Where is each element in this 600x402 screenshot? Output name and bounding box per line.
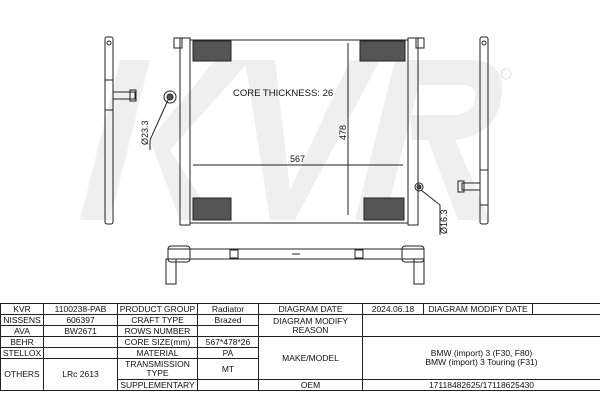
inlet-diameter: Ø23.3 [140,120,150,145]
modify-reason-value [362,314,600,337]
modify-reason-label: DIAGRAM MODIFY REASON [258,314,363,337]
kvr-value: 1100238-PAB [43,303,118,315]
oem-label: OEM [258,379,363,391]
ava-label: AVA [0,325,44,337]
core-size-value: 567*478*26 [197,336,259,348]
kvr-watermark [80,60,502,220]
rows-number-value [197,325,259,337]
oem-value: 17118482625/17118625430 [362,379,600,391]
width-dimension: 567 [290,154,305,164]
make-model-line-2: BMW (import) 3 Touring (F31) [425,357,538,367]
make-model-label: MAKE/MODEL [258,336,363,380]
stellox-value [43,347,118,359]
product-group-value: Radiator [197,303,259,315]
rows-number-label: ROWS NUMBER [117,325,198,337]
others-label: OTHERS [0,358,44,391]
transmission-value: MT [197,358,259,380]
bottom-view [165,245,425,285]
material-value: PA [197,347,259,359]
kvr-label: KVR [0,303,44,315]
height-dimension: 478 [338,125,348,140]
radiator-technical-drawing: CORE THICKNESS: 26 567 478 Ø23.3 Ø16.3 [80,36,512,285]
registered-mark [500,68,512,80]
material-label: MATERIAL [117,347,198,359]
supplementary-label: SUPPLEMENTARY [117,379,198,391]
transmission-label: TRANSMISSION TYPE [117,358,198,380]
left-side-view [104,36,137,225]
outlet-diameter: Ø16.3 [439,209,449,234]
ava-value: BW2671 [43,325,118,337]
nissens-label: NISSENS [0,314,44,326]
make-model-line-1: BMW (import) 3 (F30, F80) [430,348,533,358]
radiator-front-view [149,37,441,235]
behr-value [43,336,118,348]
core-size-label: CORE SIZE(mm) [117,336,198,348]
core-thickness-label: CORE THICKNESS: 26 [233,88,333,99]
make-model-value: BMW (import) 3 (F30, F80) BMW (import) 3… [362,336,600,380]
craft-type-value: Brazed [197,314,259,326]
supplementary-value [197,379,259,391]
diagram-date-label: DIAGRAM DATE [258,303,363,315]
craft-type-label: CRAFT TYPE [117,314,198,326]
stellox-label: STELLOX [0,347,44,359]
diagram-date-value: 2024.06.18 [362,303,424,315]
product-group-label: PRODUCT GROUP [117,303,198,315]
nissens-value: 606397 [43,314,118,326]
modify-date-label: DIAGRAM MODIFY DATE [423,303,533,315]
right-side-view [457,36,489,225]
modify-date-value [532,303,600,315]
spec-table: KVR 1100238-PAB PRODUCT GROUP Radiator D… [0,303,600,391]
others-value: LRc 2613 [43,358,118,391]
behr-label: BEHR [0,336,44,348]
